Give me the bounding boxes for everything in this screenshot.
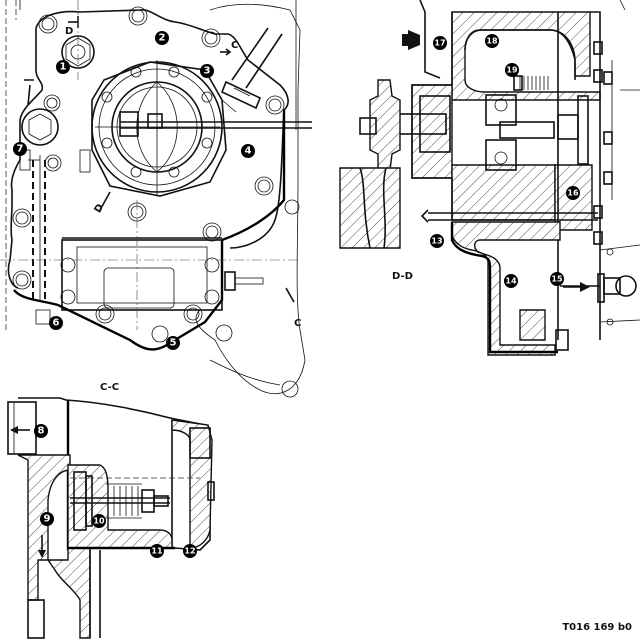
svg-text:18: 18 — [486, 37, 498, 46]
svg-text:12: 12 — [184, 547, 195, 556]
callout-13: 13 — [430, 234, 444, 248]
housing-outline — [35, 9, 289, 249]
section-cc-view — [7, 397, 215, 639]
section-marker-c-lower: C — [294, 318, 301, 329]
svg-text:19: 19 — [506, 66, 518, 75]
callout-7: 7 — [13, 142, 27, 156]
svg-text:1: 1 — [60, 62, 67, 73]
svg-text:11: 11 — [151, 547, 163, 556]
svg-text:4: 4 — [245, 146, 252, 157]
main-view — [0, 0, 312, 398]
svg-text:14: 14 — [505, 277, 517, 286]
svg-text:6: 6 — [53, 318, 60, 329]
section-label-dd: D-D — [392, 271, 413, 282]
callout-3: 3 — [200, 64, 214, 78]
svg-text:16: 16 — [567, 189, 579, 198]
callout-1: 1 — [56, 60, 70, 74]
svg-text:17: 17 — [434, 39, 445, 48]
svg-text:15: 15 — [551, 275, 563, 284]
section-marker-d-lower: D — [93, 202, 107, 215]
section-marker-d-top: D — [65, 26, 73, 37]
svg-text:13: 13 — [431, 237, 442, 246]
section-dd-view — [339, 0, 640, 356]
callout-9: 9 — [40, 512, 54, 526]
svg-text:3: 3 — [204, 66, 211, 77]
callout-17: 17 — [433, 36, 447, 50]
callout-10: 10 — [92, 514, 106, 528]
callout-5: 5 — [166, 336, 180, 350]
section-marker-c-top: C — [231, 40, 238, 51]
callout-12: 12 — [183, 544, 197, 558]
svg-text:8: 8 — [38, 426, 45, 437]
svg-text:7: 7 — [17, 144, 24, 155]
callout-19: 19 — [505, 63, 519, 77]
callout-4: 4 — [241, 144, 255, 158]
callout-16: 16 — [566, 186, 580, 200]
section-label-cc: C-C — [100, 382, 119, 393]
svg-text:2: 2 — [159, 33, 166, 44]
callout-2: 2 — [155, 31, 169, 45]
callout-18: 18 — [485, 34, 499, 48]
svg-text:9: 9 — [44, 514, 51, 525]
svg-text:5: 5 — [170, 338, 177, 349]
callout-11: 11 — [150, 544, 164, 558]
callout-15: 15 — [550, 272, 564, 286]
drawing-reference-code: T016 169 b0 — [562, 622, 632, 633]
callout-6: 6 — [49, 316, 63, 330]
callout-14: 14 — [504, 274, 518, 288]
callout-8: 8 — [34, 424, 48, 438]
svg-text:10: 10 — [93, 517, 105, 526]
